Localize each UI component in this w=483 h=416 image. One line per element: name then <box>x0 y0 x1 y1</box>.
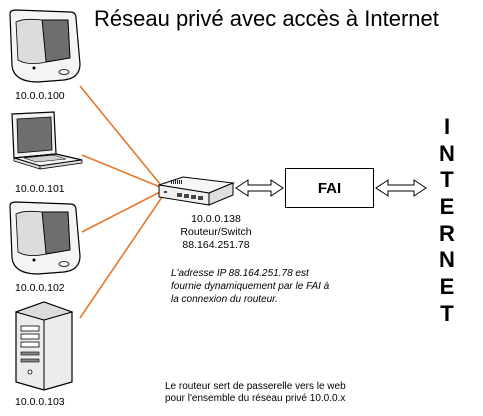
cable-host-100 <box>79 85 161 185</box>
note-line: fournie dynamiquement par le FAI à <box>171 281 330 292</box>
note-line: L'adresse IP 88.164.251.78 est <box>171 268 309 279</box>
internet-label: I N T E R N E T <box>430 114 464 328</box>
server-tower-icon <box>14 301 74 391</box>
internet-letter: T <box>440 300 454 326</box>
imac-icon <box>9 201 81 275</box>
dynamic-ip-note: L'adresse IP 88.164.251.78 est fournie d… <box>171 267 329 306</box>
imac-icon <box>9 9 81 83</box>
isp-box: FAI <box>285 168 374 208</box>
cable-host-102 <box>81 191 161 233</box>
router-switch-icon <box>158 176 235 206</box>
internet-letter: N <box>439 140 455 166</box>
router-ip-public: 88.164.251.78 <box>182 239 250 251</box>
footer-line: pour l'ensemble du réseau privé 10.0.0.x <box>165 393 346 404</box>
isp-label: FAI <box>317 179 342 197</box>
double-arrow-fai-internet <box>375 179 427 197</box>
gateway-caption: Le routeur sert de passerelle vers le we… <box>165 381 346 405</box>
internet-letter: E <box>439 194 455 220</box>
host-ip-label: 10.0.0.103 <box>15 396 65 408</box>
host-ip-label: 10.0.0.102 <box>15 282 65 294</box>
double-arrow-router-fai <box>235 179 284 197</box>
internet-letter: N <box>439 247 455 273</box>
internet-letter: I <box>443 114 451 139</box>
router-name: Routeur/Switch <box>180 226 252 238</box>
router-ip-local: 10.0.0.138 <box>191 213 241 225</box>
host-ip-label: 10.0.0.100 <box>15 90 65 102</box>
internet-letter: E <box>439 274 455 300</box>
router-label: 10.0.0.138 Routeur/Switch 88.164.251.78 <box>166 213 266 252</box>
host-ip-label: 10.0.0.101 <box>15 183 65 195</box>
internet-letter: R <box>439 220 455 246</box>
diagram-title: Réseau privé avec accès à Internet <box>94 6 439 31</box>
laptop-icon <box>11 111 83 170</box>
internet-letter: T <box>440 167 454 193</box>
cable-host-101 <box>81 154 161 188</box>
cable-host-103 <box>79 196 163 319</box>
footer-line: Le routeur sert de passerelle vers le we… <box>165 381 346 392</box>
note-line: la connexion du routeur. <box>171 294 278 305</box>
